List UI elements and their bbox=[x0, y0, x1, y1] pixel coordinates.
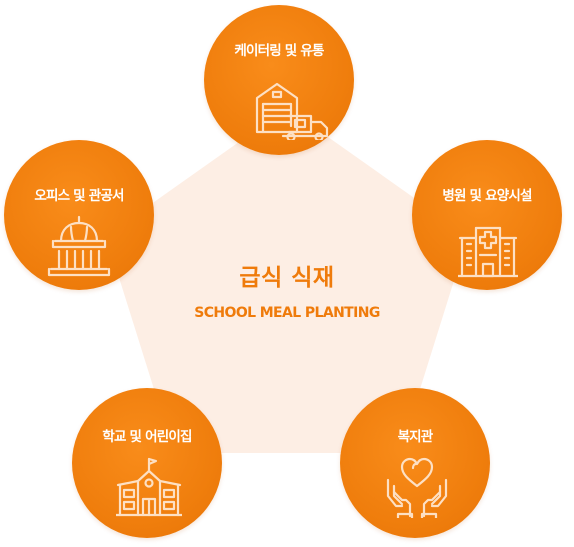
node-label: 학교 및 어린이집 bbox=[102, 429, 192, 445]
node-catering: 케이터링 및 유통 bbox=[204, 5, 354, 155]
warehouse-truck-icon bbox=[253, 68, 333, 140]
node-school: 학교 및 어린이집 bbox=[72, 388, 222, 538]
node-label: 케이터링 및 유통 bbox=[234, 43, 324, 59]
node-hospital: 병원 및 요양시설 bbox=[412, 140, 562, 290]
center-subtitle: SCHOOL MEAL PLANTING bbox=[194, 305, 380, 321]
node-welfare: 복지관 bbox=[340, 388, 490, 538]
center-title: 급식 식재 bbox=[239, 265, 335, 291]
hospital-building-icon bbox=[458, 220, 518, 278]
school-building-icon bbox=[116, 457, 182, 517]
node-label: 복지관 bbox=[397, 429, 434, 445]
hands-heart-icon bbox=[384, 456, 450, 518]
node-office: 오피스 및 관공서 bbox=[4, 140, 154, 290]
government-building-icon bbox=[47, 215, 111, 279]
node-label: 오피스 및 관공서 bbox=[34, 188, 124, 204]
node-label: 병원 및 요양시설 bbox=[442, 188, 532, 204]
